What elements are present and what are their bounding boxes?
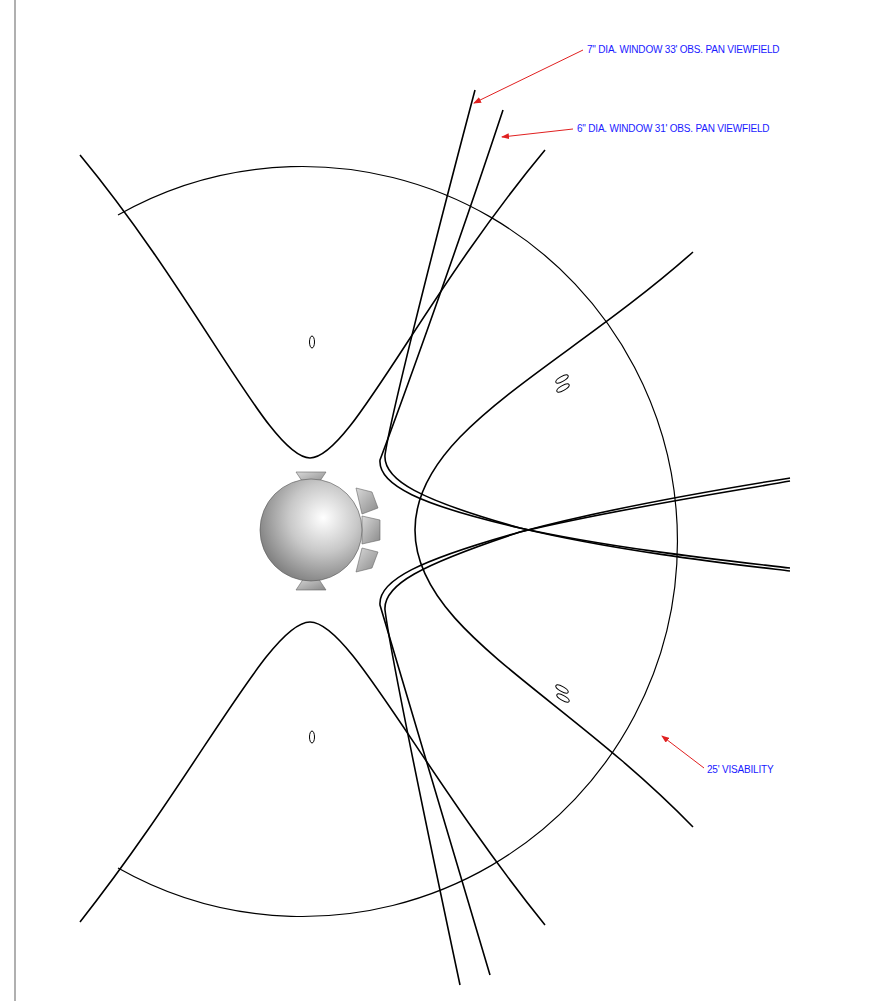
right-viewfield — [415, 252, 693, 827]
page-border — [14, 0, 16, 1001]
bottom-viewfield — [80, 622, 545, 925]
observer-marker — [556, 382, 571, 393]
leader-line — [502, 129, 573, 137]
observer-marker — [310, 336, 315, 348]
observer-marker — [555, 373, 570, 384]
top-viewfield — [80, 150, 545, 458]
leader-line — [474, 50, 583, 103]
window-6-viewfield — [380, 110, 790, 568]
observer-marker — [555, 683, 570, 694]
submersible — [260, 472, 380, 590]
window-7-viewfield — [385, 90, 790, 571]
observer-marker — [310, 731, 315, 743]
callout-label: 7" DIA. WINDOW 33' OBS. PAN VIEWFIELD — [586, 44, 780, 56]
leader-line — [662, 736, 704, 768]
window-6-viewfield — [380, 481, 790, 975]
window-7-viewfield — [385, 478, 790, 985]
observer-marker — [556, 692, 571, 703]
callout-label: 6" DIA. WINDOW 31' OBS. PAN VIEWFIELD — [576, 123, 770, 135]
callout-label: 25' VISABILITY — [706, 764, 774, 776]
